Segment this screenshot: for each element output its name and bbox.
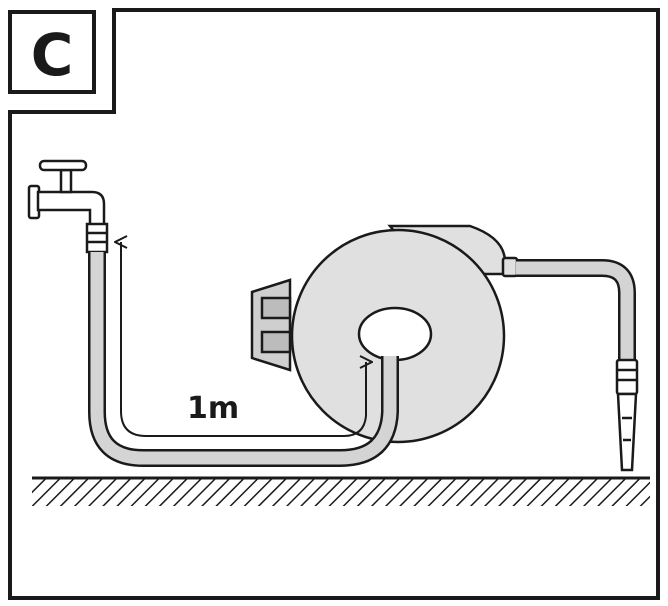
ground <box>32 476 650 506</box>
hose-length-arrow <box>121 242 366 437</box>
inlet-hose <box>88 252 399 467</box>
hose-length-label: 1m <box>187 391 239 426</box>
panel-letter: C <box>31 21 74 89</box>
outlet-hose <box>516 259 636 362</box>
hose-nozzle-icon <box>615 358 639 472</box>
water-tap-icon <box>27 159 109 254</box>
panel-label-box: C <box>8 10 96 94</box>
